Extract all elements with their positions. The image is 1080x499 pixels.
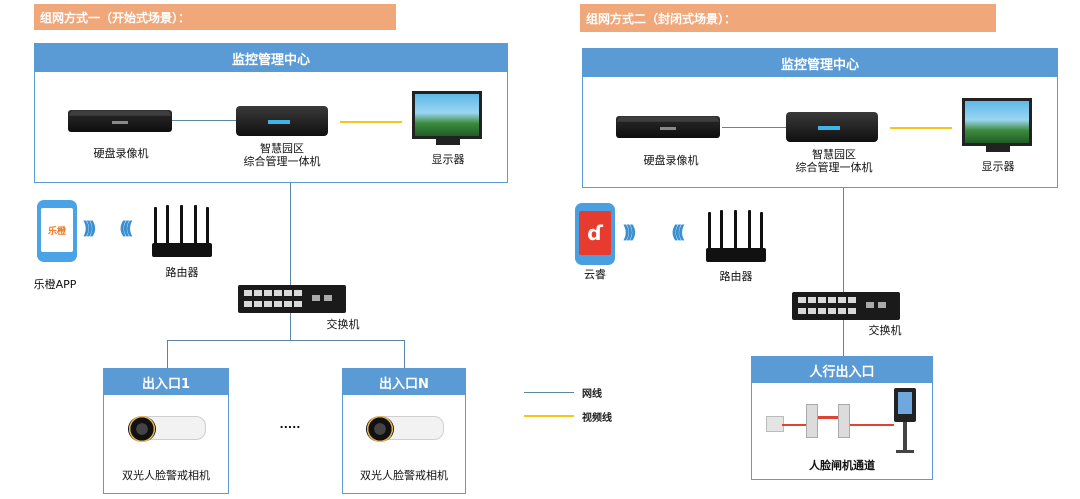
right-dvr-device xyxy=(616,116,720,138)
right-switch xyxy=(792,292,900,320)
entrance1-camera xyxy=(128,412,208,448)
left-switch xyxy=(238,285,346,313)
right-dvr-label: 硬盘录像机 xyxy=(643,154,699,167)
entrance1-camera-label: 双光人脸警戒相机 xyxy=(122,469,210,482)
left-integrated-machine xyxy=(236,106,328,136)
left-entranceN-drop xyxy=(404,340,405,368)
left-router xyxy=(150,205,216,257)
entranceN-camera-label: 双光人脸警戒相机 xyxy=(360,469,448,482)
left-dvr-device xyxy=(68,110,172,132)
left-entrance1-drop xyxy=(167,340,168,368)
left-monitor-label: 显示器 xyxy=(431,153,465,166)
left-center-switch-link xyxy=(290,183,291,285)
left-entrance-bus xyxy=(167,340,404,341)
right-phone: ɗ xyxy=(575,203,615,265)
left-switch-drop xyxy=(290,313,291,340)
right-phone-signal-icon: ))) xyxy=(622,222,637,243)
entranceN-camera xyxy=(366,412,446,448)
right-center-switch-link xyxy=(843,188,844,292)
right-box-label-line1: 智慧园区 xyxy=(812,148,856,161)
entrance1-title: 出入口1 xyxy=(104,369,228,395)
legend-network-line xyxy=(524,392,574,393)
pedestrian-title: 人行出入口 xyxy=(752,357,932,383)
right-monitor xyxy=(962,98,1032,146)
right-router-label: 路由器 xyxy=(719,270,753,283)
left-switch-label: 交换机 xyxy=(326,318,360,331)
right-app-label: 云睿 xyxy=(584,268,606,281)
right-switch-label: 交换机 xyxy=(868,324,902,337)
right-monitor-stand xyxy=(986,146,1010,152)
right-integrated-machine xyxy=(786,112,878,142)
left-phone: 乐橙 xyxy=(37,200,77,262)
right-router-signal-icon: ))) xyxy=(676,222,686,243)
legend-network-label: 网线 xyxy=(582,389,602,400)
left-phone-signal-icon: ))) xyxy=(82,218,97,239)
gate-label: 人脸闸机通道 xyxy=(809,459,875,472)
right-video-link xyxy=(890,127,952,129)
left-app-label: 乐橙APP xyxy=(33,278,77,291)
yunrui-app-icon: ɗ xyxy=(587,221,603,245)
left-dvr-box-link xyxy=(172,120,236,121)
right-dvr-box-link xyxy=(722,127,786,128)
left-banner: 组网方式一（开始式场景）： xyxy=(34,4,396,30)
lecheng-app-icon: 乐橙 xyxy=(47,226,66,237)
left-video-link xyxy=(340,121,402,123)
left-box-label-line1: 智慧园区 xyxy=(260,142,304,155)
left-dvr-label: 硬盘录像机 xyxy=(93,147,149,160)
left-monitor xyxy=(412,91,482,139)
right-switch-drop xyxy=(843,320,844,356)
entrance1-panel: 出入口1 xyxy=(103,368,229,494)
face-gate-illustration xyxy=(762,386,928,456)
entranceN-title: 出入口N xyxy=(343,369,465,395)
legend-video-label: 视频线 xyxy=(582,413,612,424)
right-router xyxy=(704,210,770,262)
left-box-label-line2: 综合管理一体机 xyxy=(243,155,321,168)
right-monitor-label: 显示器 xyxy=(981,160,1015,173)
left-router-label: 路由器 xyxy=(165,266,199,279)
right-banner: 组网方式二（封闭式场景）： xyxy=(580,4,996,32)
right-center-title: 监控管理中心 xyxy=(583,49,1057,77)
entrance-ellipsis: ..... xyxy=(279,418,301,431)
left-router-signal-icon: ))) xyxy=(124,218,134,239)
legend-video-line xyxy=(524,415,574,417)
left-monitor-stand xyxy=(436,139,460,145)
left-center-title: 监控管理中心 xyxy=(35,44,507,72)
right-box-label-line2: 综合管理一体机 xyxy=(795,161,873,174)
